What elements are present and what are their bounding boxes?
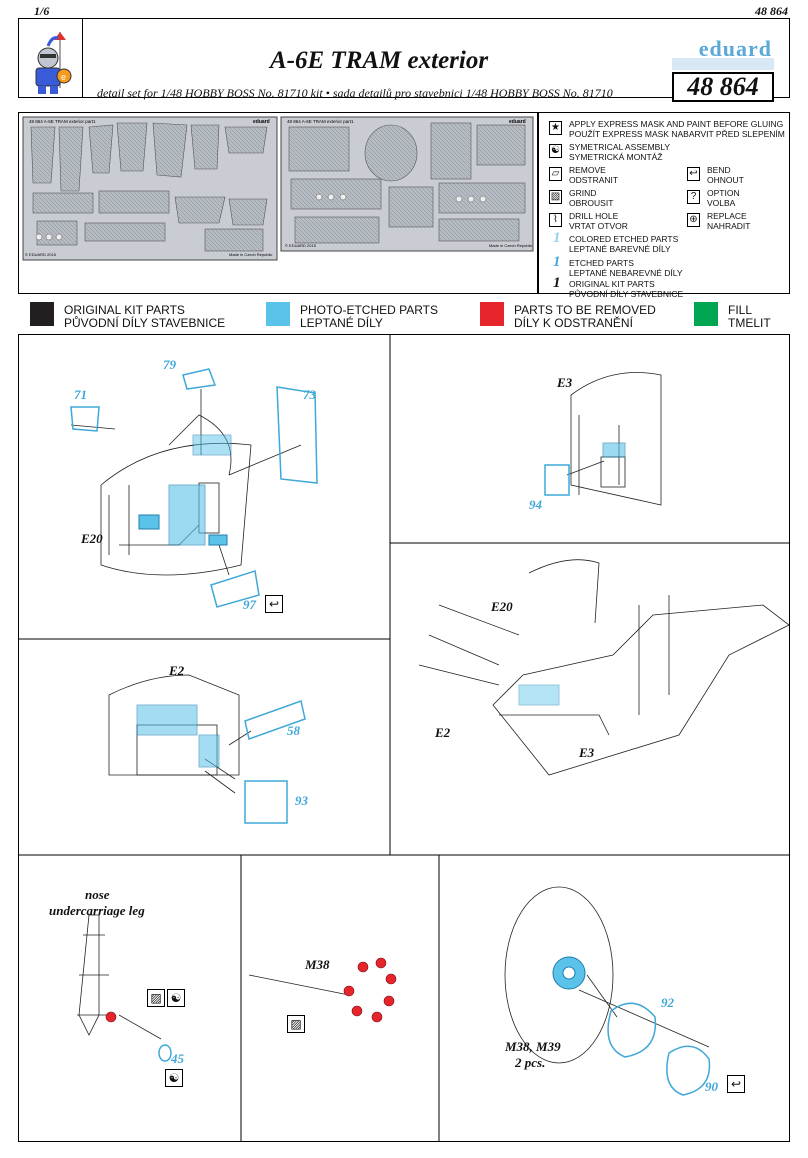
page-number: 1/6 bbox=[34, 4, 50, 18]
wheel-label: M38, M39 bbox=[505, 1039, 561, 1054]
part-45-label: 45 bbox=[171, 1051, 184, 1066]
header-frame bbox=[18, 18, 790, 98]
replace-icon: ⊕ bbox=[687, 213, 700, 227]
m38-label: M38 bbox=[305, 957, 330, 972]
part-90-label: 90 bbox=[705, 1079, 718, 1094]
assembly-linework bbox=[19, 335, 789, 1141]
document-title: A-6E TRAM exterior bbox=[270, 47, 489, 74]
grind-icon: ▨ bbox=[147, 989, 165, 1007]
star-mask-icon: ★ bbox=[549, 121, 562, 135]
fret-left-brand: eduard bbox=[253, 119, 270, 125]
symbol-legend: ★ APPLY EXPRESS MASK AND PAINT BEFORE GL… bbox=[538, 112, 790, 299]
etched-number: 1 bbox=[553, 254, 561, 270]
remove-icon: ▱ bbox=[549, 167, 562, 181]
nose-leg-title: nose bbox=[85, 887, 110, 902]
assembly-diagrams: 71 79 73 E20 97 ↩ E3 94 E20 E2 E3 E2 58 … bbox=[18, 334, 790, 1142]
fret-left-copyright: © EDUARD 2015 bbox=[25, 252, 57, 257]
fret-right-made: Made in Czech Republic bbox=[489, 243, 532, 248]
symmetrical-icon: ☯ bbox=[165, 1069, 183, 1087]
part-71-label: 71 bbox=[74, 387, 87, 402]
bend-icon: ↩ bbox=[727, 1075, 745, 1093]
swatch-fill bbox=[694, 302, 718, 326]
swatch-pe-parts bbox=[266, 302, 290, 326]
wheel-count: 2 pcs. bbox=[515, 1055, 546, 1070]
part-93-label: 93 bbox=[295, 793, 308, 808]
part-73-label: 73 bbox=[303, 387, 316, 402]
svg-text:e: e bbox=[61, 72, 66, 82]
option-icon: ? bbox=[687, 190, 700, 204]
kit-number-box: 48 864 bbox=[672, 72, 774, 102]
fret-overview: 48 864 A-6E TRAM exterior part1 eduard 4… bbox=[18, 112, 538, 294]
kit-part-number: 1 bbox=[553, 275, 561, 291]
symmetrical-icon: ☯ bbox=[549, 144, 562, 158]
fuselage-e3-label: E3 bbox=[579, 745, 595, 760]
symmetrical-icon: ☯ bbox=[167, 989, 185, 1007]
panel-e2-label: E2 bbox=[169, 663, 185, 678]
page-kit-code: 48 864 bbox=[755, 4, 788, 18]
fret-left-label: 48 864 A-6E TRAM exterior part1 bbox=[29, 119, 96, 124]
fuselage-e20-label: E20 bbox=[491, 599, 513, 614]
fuselage-e2-label: E2 bbox=[435, 725, 451, 740]
bend-icon: ↩ bbox=[687, 167, 700, 181]
part-79-label: 79 bbox=[163, 357, 176, 372]
part-94-label: 94 bbox=[529, 497, 542, 512]
grind-icon: ▨ bbox=[549, 190, 562, 204]
fret-right-copyright: © EDUARD 2015 bbox=[285, 243, 317, 248]
knight-mascot-icon: e bbox=[35, 32, 72, 94]
nose-leg-subtitle: undercarriage leg bbox=[49, 903, 145, 918]
bend-icon: ↩ bbox=[265, 595, 283, 613]
swatch-kit-parts bbox=[30, 302, 54, 326]
part-e3-label: E3 bbox=[557, 375, 573, 390]
colored-etched-number: 1 bbox=[553, 230, 561, 246]
fret-left-made: Made in Czech Republic bbox=[229, 252, 272, 257]
document-subtitle: detail set for 1/48 HOBBY BOSS No. 81710… bbox=[97, 86, 613, 100]
fret-right-label: 48 864 A-6E TRAM exterior part1 bbox=[287, 119, 354, 124]
part-97-label: 97 bbox=[243, 597, 256, 612]
part-92-label: 92 bbox=[661, 995, 674, 1010]
part-58-label: 58 bbox=[287, 723, 300, 738]
grind-icon: ▨ bbox=[287, 1015, 305, 1033]
brand-logo: eduard bbox=[698, 36, 772, 61]
legend-express-mask: APPLY EXPRESS MASK AND PAINT BEFORE GLUI… bbox=[569, 119, 785, 139]
swatch-removed-parts bbox=[480, 302, 504, 326]
part-e20-label: E20 bbox=[81, 531, 103, 546]
drill-icon: ⌇ bbox=[549, 213, 562, 227]
fret-right-brand: eduard bbox=[509, 119, 526, 125]
